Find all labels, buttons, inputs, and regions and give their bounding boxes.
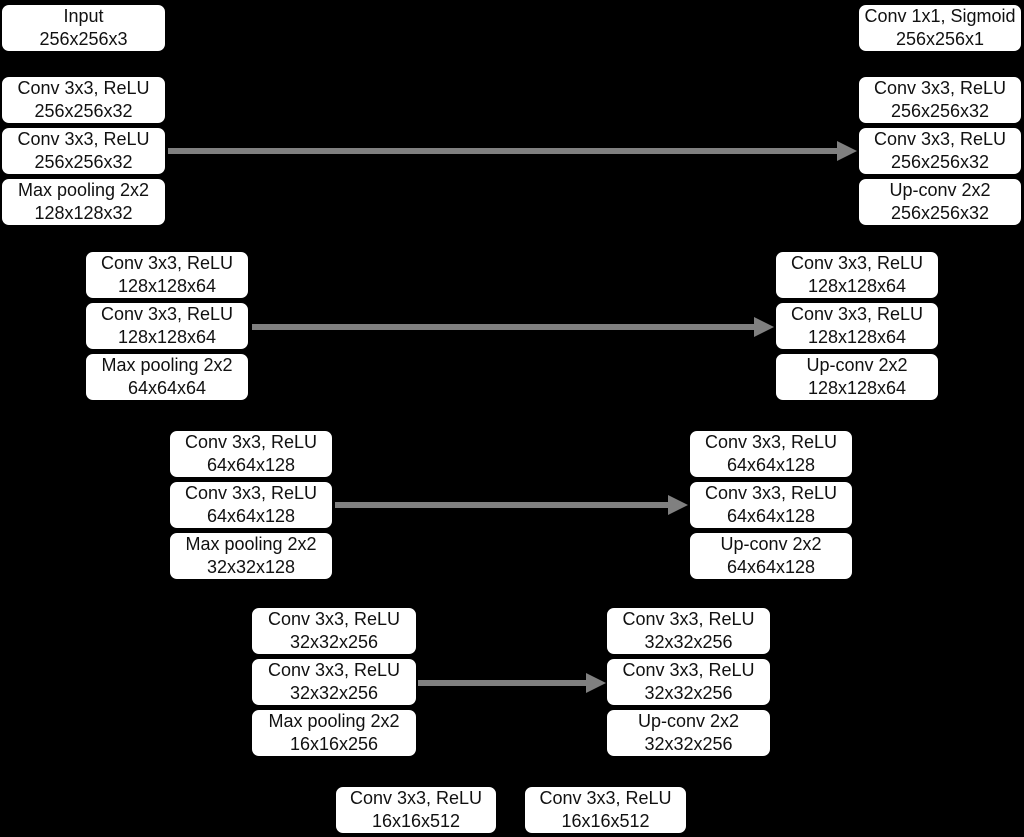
decoder1-conv2-box: Conv 3x3, ReLU 256x256x32 — [857, 126, 1023, 176]
input-box: Input 256x256x3 — [0, 3, 167, 53]
box-label: Up-conv 2x2 — [720, 534, 822, 554]
arrow-head-icon — [586, 673, 606, 693]
box-label: Conv 3x3, ReLU — [184, 432, 318, 452]
box-label: Up-conv 2x2 — [889, 180, 991, 200]
box-label: Conv 3x3, ReLU — [17, 129, 150, 149]
box-dims: 32x32x128 — [206, 557, 296, 577]
output-box: Conv 1x1, Sigmoid 256x256x1 — [857, 3, 1023, 53]
decoder3-conv2-box: Conv 3x3, ReLU 64x64x128 — [688, 480, 854, 530]
box-dims: 64x64x128 — [206, 455, 296, 475]
box-label: Max pooling 2x2 — [101, 355, 233, 375]
box-dims: 32x32x256 — [644, 734, 733, 754]
skip-connection-arrow-level4 — [418, 673, 606, 693]
box-label: Up-conv 2x2 — [637, 711, 740, 731]
arrow-head-icon — [754, 317, 774, 337]
arrow-shaft — [418, 680, 588, 686]
box-label: Conv 3x3, ReLU — [790, 253, 924, 273]
decoder4-conv1-box: Conv 3x3, ReLU 32x32x256 — [605, 606, 772, 656]
box-dims: 256x256x1 — [895, 29, 985, 49]
box-dims: 64x64x128 — [726, 557, 816, 577]
skip-connection-arrow-level1 — [168, 141, 857, 161]
box-label: Conv 3x3, ReLU — [349, 788, 483, 808]
box-label: Conv 3x3, ReLU — [100, 253, 234, 273]
decoder2-upconv-box: Up-conv 2x2 128x128x64 — [774, 352, 940, 402]
decoder2-conv2-box: Conv 3x3, ReLU 128x128x64 — [774, 301, 940, 351]
box-dims: 64x64x64 — [127, 378, 207, 398]
encoder1-conv1-box: Conv 3x3, ReLU 256x256x32 — [0, 75, 167, 125]
arrow-shaft — [168, 148, 839, 154]
decoder3-upconv-box: Up-conv 2x2 64x64x128 — [688, 531, 854, 581]
box-label: Conv 3x3, ReLU — [539, 788, 672, 808]
encoder2-conv2-box: Conv 3x3, ReLU 128x128x64 — [84, 301, 250, 351]
box-dims: 256x256x32 — [890, 101, 990, 121]
box-dims: 256x256x32 — [34, 101, 133, 121]
box-dims: 128x128x32 — [34, 203, 133, 223]
box-label: Conv 3x3, ReLU — [17, 78, 150, 98]
box-label: Max pooling 2x2 — [185, 534, 317, 554]
box-label: Conv 3x3, ReLU — [267, 660, 401, 680]
box-label: Conv 3x3, ReLU — [790, 304, 924, 324]
decoder4-conv2-box: Conv 3x3, ReLU 32x32x256 — [605, 657, 772, 707]
arrow-head-icon — [668, 495, 688, 515]
box-label: Conv 3x3, ReLU — [704, 432, 838, 452]
box-label: Conv 3x3, ReLU — [873, 78, 1007, 98]
encoder4-conv2-box: Conv 3x3, ReLU 32x32x256 — [250, 657, 418, 707]
box-label: Conv 3x3, ReLU — [622, 609, 755, 629]
arrow-shaft — [252, 324, 756, 330]
encoder4-conv1-box: Conv 3x3, ReLU 32x32x256 — [250, 606, 418, 656]
box-dims: 32x32x256 — [644, 632, 733, 652]
box-dims: 256x256x32 — [890, 203, 990, 223]
encoder3-maxpool-box: Max pooling 2x2 32x32x128 — [168, 531, 334, 581]
skip-connection-arrow-level2 — [252, 317, 774, 337]
encoder2-conv1-box: Conv 3x3, ReLU 128x128x64 — [84, 250, 250, 300]
arrow-shaft — [335, 502, 670, 508]
box-dims: 64x64x128 — [726, 506, 816, 526]
box-dims: 64x64x128 — [726, 455, 816, 475]
decoder4-upconv-box: Up-conv 2x2 32x32x256 — [605, 708, 772, 758]
box-label: Max pooling 2x2 — [268, 711, 400, 731]
box-dims: 32x32x256 — [289, 632, 379, 652]
decoder1-conv1-box: Conv 3x3, ReLU 256x256x32 — [857, 75, 1023, 125]
box-dims: 256x256x32 — [890, 152, 990, 172]
box-dims: 16x16x512 — [371, 811, 461, 831]
box-dims: 256x256x32 — [34, 152, 133, 172]
box-dims: 128x128x64 — [117, 276, 217, 296]
box-label: Conv 3x3, ReLU — [704, 483, 838, 503]
box-dims: 32x32x256 — [289, 683, 379, 703]
box-dims: 128x128x64 — [807, 378, 907, 398]
box-dims: 16x16x512 — [561, 811, 650, 831]
bottleneck-conv1-box: Conv 3x3, ReLU 16x16x512 — [334, 785, 498, 835]
box-label: Input — [63, 6, 104, 26]
encoder3-conv2-box: Conv 3x3, ReLU 64x64x128 — [168, 480, 334, 530]
encoder2-maxpool-box: Max pooling 2x2 64x64x64 — [84, 352, 250, 402]
decoder2-conv1-box: Conv 3x3, ReLU 128x128x64 — [774, 250, 940, 300]
box-label: Conv 3x3, ReLU — [184, 483, 318, 503]
box-dims: 128x128x64 — [117, 327, 217, 347]
encoder4-maxpool-box: Max pooling 2x2 16x16x256 — [250, 708, 418, 758]
decoder1-upconv-box: Up-conv 2x2 256x256x32 — [857, 177, 1023, 227]
box-dims: 32x32x256 — [644, 683, 733, 703]
box-dims: 128x128x64 — [807, 327, 907, 347]
encoder1-maxpool-box: Max pooling 2x2 128x128x32 — [0, 177, 167, 227]
box-label: Conv 1x1, Sigmoid — [864, 6, 1016, 26]
box-label: Conv 3x3, ReLU — [622, 660, 755, 680]
encoder1-conv2-box: Conv 3x3, ReLU 256x256x32 — [0, 126, 167, 176]
bottleneck-conv2-box: Conv 3x3, ReLU 16x16x512 — [523, 785, 688, 835]
arrow-head-icon — [837, 141, 857, 161]
encoder3-conv1-box: Conv 3x3, ReLU 64x64x128 — [168, 429, 334, 479]
skip-connection-arrow-level3 — [335, 495, 688, 515]
box-label: Up-conv 2x2 — [806, 355, 908, 375]
decoder3-conv1-box: Conv 3x3, ReLU 64x64x128 — [688, 429, 854, 479]
box-label: Conv 3x3, ReLU — [267, 609, 401, 629]
box-label: Conv 3x3, ReLU — [873, 129, 1007, 149]
box-label: Conv 3x3, ReLU — [100, 304, 234, 324]
box-dims: 128x128x64 — [807, 276, 907, 296]
box-label: Max pooling 2x2 — [17, 180, 150, 200]
box-dims: 64x64x128 — [206, 506, 296, 526]
box-dims: 16x16x256 — [289, 734, 379, 754]
box-dims: 256x256x3 — [39, 29, 128, 49]
